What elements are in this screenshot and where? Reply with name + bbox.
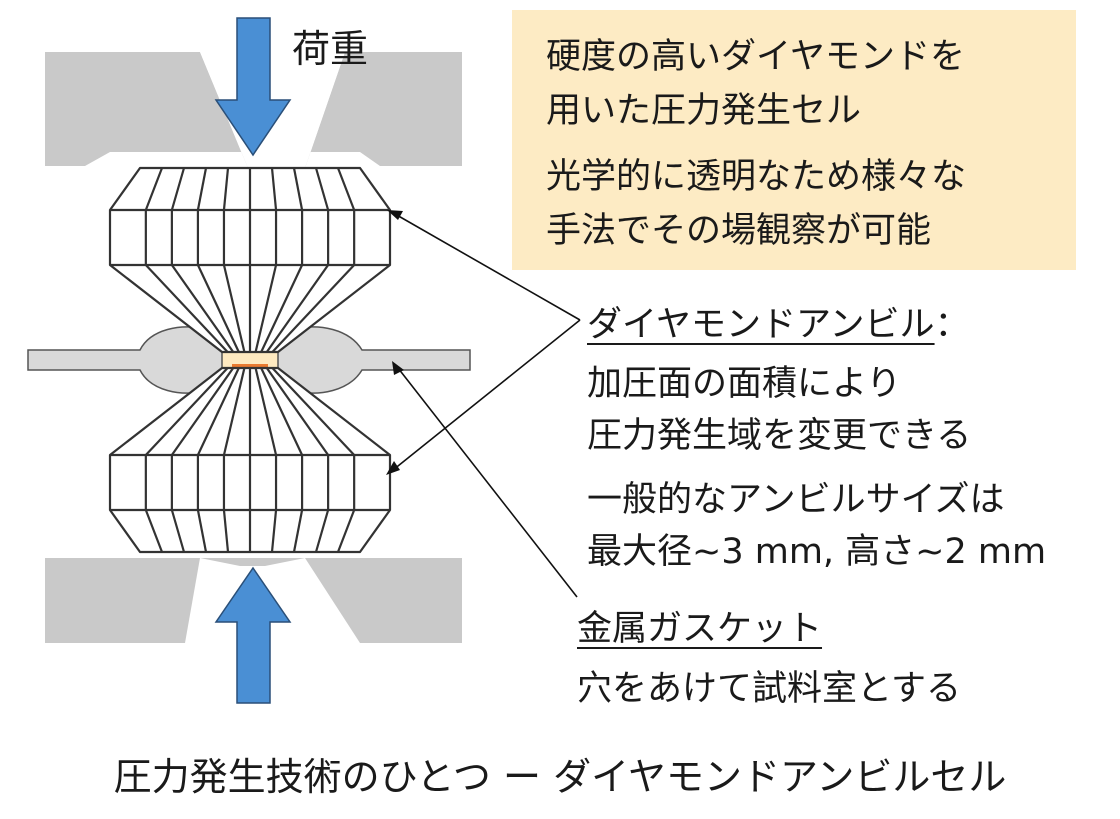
leader-arrowheads [386,210,404,475]
anvil-crown-facet [144,509,164,553]
upper-press-block [45,52,462,168]
anvil-arrowhead-lower-icon [386,461,400,475]
anvil-crown-facet [170,509,186,553]
gasket-description: 穴をあけて試料室とする [577,669,961,709]
anvil-pavilion-facet [222,264,246,353]
anvil-description: 加圧面の面積により 圧力発生域を変更できる 一般的なアンビルサイズは 最大径~3… [587,358,1046,578]
anvil-pavilion-facet [254,264,278,353]
anvil-leader-line-upper [394,213,581,321]
anvil-desc-line: 最大径~3 mm, 高さ~2 mm [587,532,1047,572]
anvil-pavilion-facet [170,264,235,353]
info-line: 光学的に透明なため様々な [546,157,967,197]
anvil-pavilion-facet [145,264,229,353]
anvil-pavilion-facet [265,264,330,353]
anvil-pavilion-facet [260,264,304,353]
load-label: 荷重 [292,27,369,71]
anvil-pavilion-facet [271,264,355,353]
info-line: 手法でその場観察が可能 [546,211,932,251]
anvil-crown-facet [222,509,230,553]
anvil-pavilion-facet [145,367,229,456]
info-paragraph-2: 光学的に透明なため様々な 手法でその場観察が可能 [546,150,1076,258]
anvil-pavilion-facet [170,367,235,456]
info-box: 硬度の高いダイヤモンドを 用いた圧力発生セル 光学的に透明なため様々な 手法でそ… [512,10,1076,270]
anvil-crown-facet [336,509,356,553]
anvil-pavilion-facet [260,367,304,456]
anvil-title-text: ダイヤモンドアンビル [587,305,935,345]
anvil-pavilion-facet [271,367,355,456]
anvil-crown-facet [270,509,278,553]
anvil-crown-facet [222,167,230,211]
anvil-arrowhead-upper-icon [387,210,403,220]
lower-press-block-right [305,558,462,643]
info-line: 硬度の高いダイヤモンドを [546,37,965,77]
anvil-pavilion-facet [222,367,246,456]
anvil-crown-facet [196,509,208,553]
lower-diamond-anvil [108,366,392,554]
load-arrow-up-icon [214,566,292,704]
figure-caption: 圧力発生技術のひとつ ー ダイヤモンドアンビルセル [113,755,1007,799]
anvil-leader-line-lower [392,319,581,471]
sample-dot [232,364,268,369]
load-arrow-down-icon [214,17,292,157]
info-paragraph-1: 硬度の高いダイヤモンドを 用いた圧力発生セル [546,30,1076,138]
anvil-title-suffix: ： [934,305,970,345]
anvil-desc-line: 圧力発生域を変更できる [587,416,972,456]
anvil-crown-facet [196,167,208,211]
anvil-crown-facet [144,167,164,211]
anvil-crown-facet [314,167,330,211]
anvil-crown-facet [292,167,304,211]
anvil-desc-line: 一般的なアンビルサイズは [587,480,1005,520]
anvil-pavilion-facet [265,367,330,456]
anvil-crown-facet [314,509,330,553]
anvil-desc-line: 加圧面の面積により [587,364,902,404]
anvil-crown-facet [170,167,186,211]
upper-diamond-anvil [108,166,392,354]
leader-lines [392,213,581,598]
gasket-leader-line [397,367,578,598]
info-line: 用いた圧力発生セル [546,91,862,131]
lower-press-block-mid [200,558,305,566]
anvil-crown-facet [336,167,356,211]
anvil-pavilion-facet [196,367,240,456]
lower-press-block [45,558,200,643]
gasket-title: 金属ガスケット [577,609,823,649]
anvil-crown-facet [292,509,304,553]
anvil-crown-facet [270,167,278,211]
anvil-title: ダイヤモンドアンビル： [587,296,970,347]
gasket-arrowhead-icon [392,361,404,375]
anvil-pavilion-facet [254,367,278,456]
anvil-pavilion-facet [196,264,240,353]
